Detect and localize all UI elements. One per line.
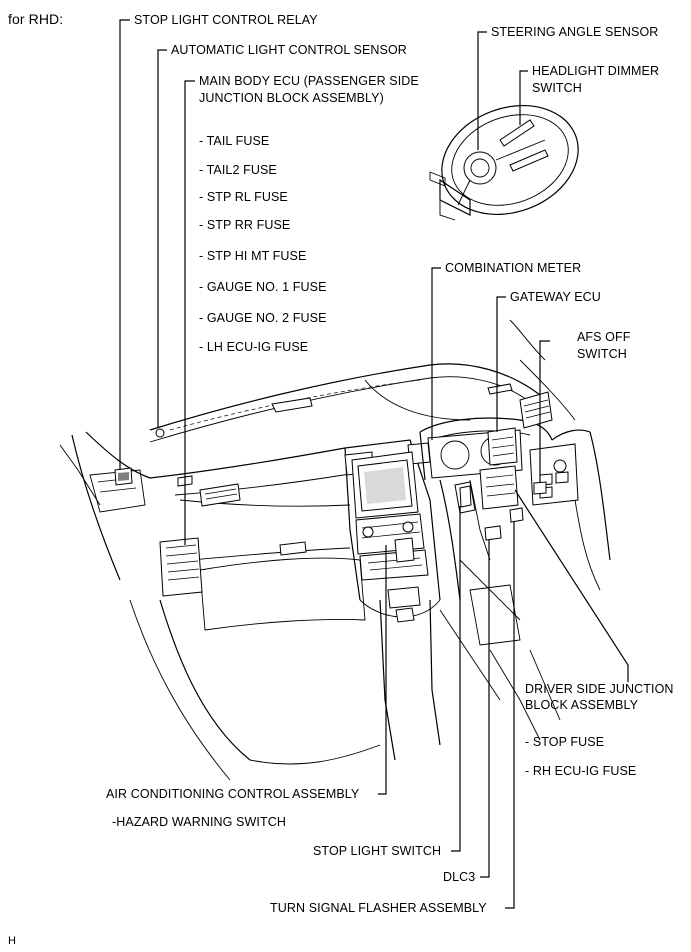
label-hazard-warning-switch: -HAZARD WARNING SWITCH [112,815,286,829]
fuse-item-stop: - STOP FUSE [525,735,605,749]
label-dlc3: DLC3 [443,870,476,884]
label-afs-off-line1: AFS OFF [577,330,631,344]
fuse-item-rh-ecu-ig: - RH ECU-IG FUSE [525,764,637,778]
label-afs-off-line2: SWITCH [577,347,627,361]
steering-wheel-illustration [429,104,579,221]
fuse-item-tail2: - TAIL2 FUSE [199,163,277,177]
label-driver-side-jb-line1: DRIVER SIDE JUNCTION [525,682,674,696]
fuse-item-stp-hi-mt: - STP HI MT FUSE [199,249,307,263]
stop-light-switch-mark [459,485,472,508]
driver-side-junction-block-mark [479,465,519,510]
fuse-item-stp-rr: - STP RR FUSE [199,218,291,232]
fuse-item-lh-ecu-ig: - LH ECU-IG FUSE [199,340,309,354]
label-headlight-dimmer-line2: SWITCH [532,81,582,95]
label-stop-light-control-relay: STOP LIGHT CONTROL RELAY [134,13,318,27]
automatic-light-control-sensor-mark [155,428,165,438]
label-stop-light-switch: STOP LIGHT SWITCH [313,844,442,858]
label-steering-angle-sensor: STEERING ANGLE SENSOR [491,25,659,39]
afs-off-switch-mark [533,481,547,495]
leader-lines [119,19,629,909]
dlc3-mark [484,525,502,541]
label-gateway-ecu: GATEWAY ECU [510,290,601,304]
turn-signal-flasher-mark [509,507,524,523]
label-main-body-ecu-line2: JUNCTION BLOCK ASSEMBLY) [199,91,384,105]
label-turn-signal-flasher-assembly: TURN SIGNAL FLASHER ASSEMBLY [270,901,487,915]
footer-code: H [8,935,17,947]
label-headlight-dimmer-line1: HEADLIGHT DIMMER [532,64,660,78]
fuse-item-tail: - TAIL FUSE [199,134,270,148]
fuse-item-stp-rl: - STP RL FUSE [199,190,288,204]
dashboard-outline [59,319,611,781]
label-combination-meter: COMBINATION METER [445,261,582,275]
fuse-item-gauge-1: - GAUGE NO. 1 FUSE [199,280,327,294]
label-driver-side-jb-line2: BLOCK ASSEMBLY [525,698,639,712]
component-marks [114,427,547,597]
label-main-body-ecu-line1: MAIN BODY ECU (PASSENGER SIDE [199,74,419,88]
fuse-item-gauge-2: - GAUGE NO. 2 FUSE [199,311,327,325]
label-automatic-light-control-sensor: AUTOMATIC LIGHT CONTROL SENSOR [171,43,407,57]
variant-label: for RHD: [8,11,64,27]
label-air-conditioning-control-assembly: AIR CONDITIONING CONTROL ASSEMBLY [106,787,360,801]
